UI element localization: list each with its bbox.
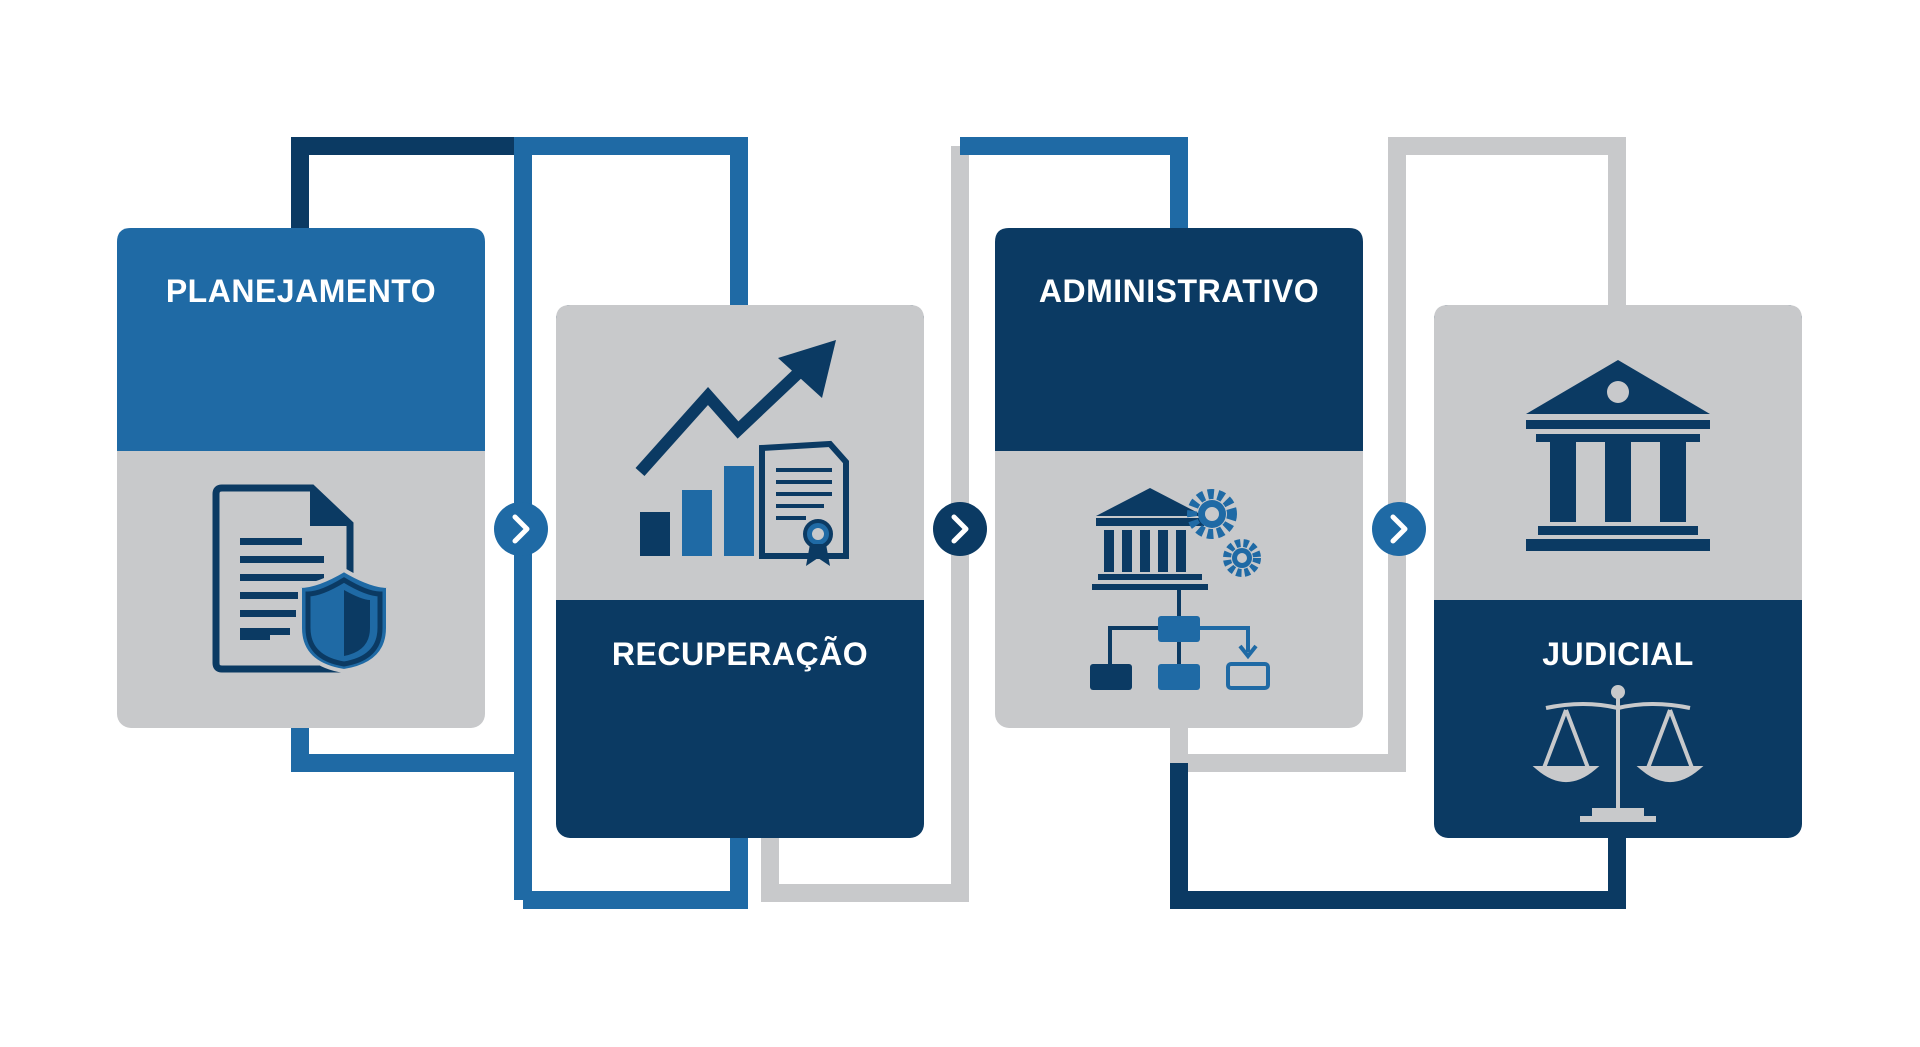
chevron-connector-2 xyxy=(933,502,987,556)
stage-card-administrativo: ADMINISTRATIVO xyxy=(995,228,1363,728)
chevron-right-icon xyxy=(951,514,969,544)
chevron-connector-3 xyxy=(1372,502,1426,556)
line-gray-mid-card3 xyxy=(1170,137,1626,772)
document-shield-icon xyxy=(212,484,390,674)
institution-gears-flowchart-icon xyxy=(1090,488,1270,690)
chevron-right-icon xyxy=(512,514,530,544)
stage-card-recuperacao: RECUPERAÇÃO xyxy=(556,305,924,838)
stage-label-planejamento: PLANEJAMENTO xyxy=(166,273,436,309)
growth-chart-certificate-icon xyxy=(635,340,849,566)
scales-of-justice-icon xyxy=(1532,685,1704,822)
stage-card-judicial: JUDICIAL xyxy=(1434,305,1802,838)
stage-card-planejamento: PLANEJAMENTO xyxy=(117,228,485,728)
line-dark-top-left xyxy=(291,137,523,228)
line-dark-bottom-card3 xyxy=(1170,763,1626,909)
courthouse-icon xyxy=(1526,360,1710,551)
stage-label-judicial: JUDICIAL xyxy=(1542,636,1694,672)
stage-label-recuperacao: RECUPERAÇÃO xyxy=(612,636,868,672)
line-blue-bottom-card2 xyxy=(523,838,748,909)
line-blue-card1-bottom xyxy=(291,728,523,772)
stage-label-administrativo: ADMINISTRATIVO xyxy=(1039,273,1319,309)
line-blue-top-card3 xyxy=(960,137,1188,228)
chevron-right-icon xyxy=(1390,514,1408,544)
chevron-connector-1 xyxy=(494,502,548,556)
